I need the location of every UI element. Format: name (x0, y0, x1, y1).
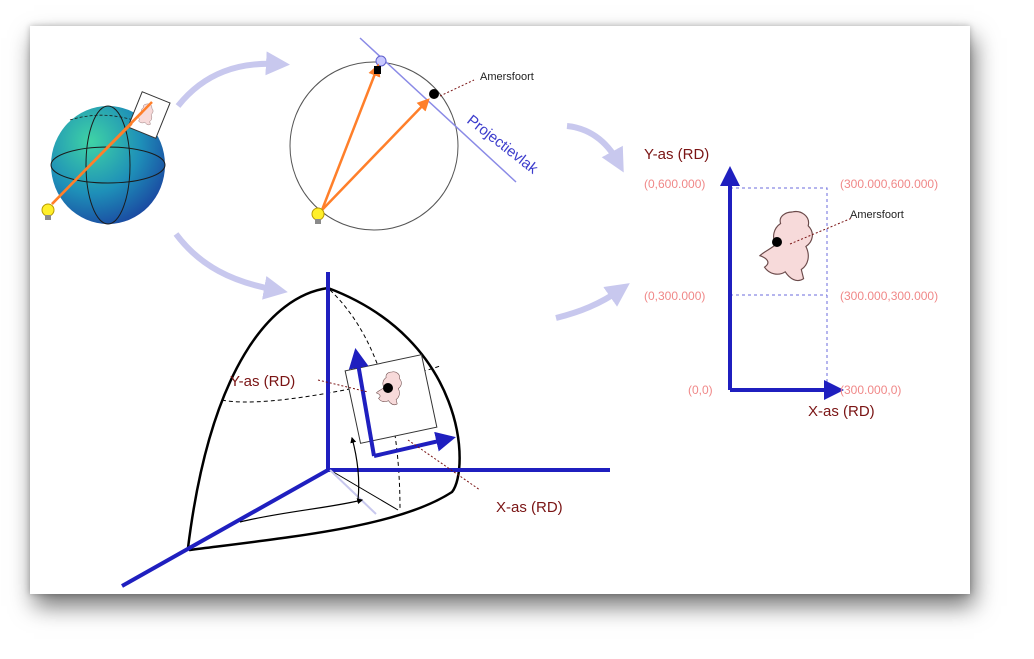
stereographic-projection-section (289, 37, 517, 231)
coord-top-right: (300.000,600.000) (840, 177, 938, 191)
coord-mid-left: (0,300.000) (644, 289, 705, 303)
sphere-section-3d (121, 272, 610, 588)
amersfoort-label-top: Amersfoort (480, 71, 534, 83)
amersfoort-label-rd: Amersfoort (850, 209, 904, 221)
x-axis-label-3d: X-as (RD) (496, 499, 563, 516)
rd-coordinate-grid (720, 166, 853, 400)
diagram-card (30, 26, 970, 594)
lightbulb-icon (311, 207, 325, 225)
netherlands-map-icon (759, 210, 813, 282)
coord-bottom-right: (300.000,0) (840, 383, 901, 397)
lightbulb-icon (41, 203, 55, 221)
globe-icon (50, 91, 171, 225)
coord-origin: (0,0) (688, 383, 713, 397)
coord-top-left: (0,600.000) (644, 177, 705, 191)
coord-mid-right: (300.000,300.000) (840, 289, 938, 303)
flow-arrows (173, 51, 630, 321)
y-axis-label-rd: Y-as (RD) (644, 146, 709, 163)
axis-y (121, 468, 329, 588)
x-axis-label-rd: X-as (RD) (808, 403, 875, 420)
y-axis-label-3d: Y-as (RD) (230, 373, 295, 390)
